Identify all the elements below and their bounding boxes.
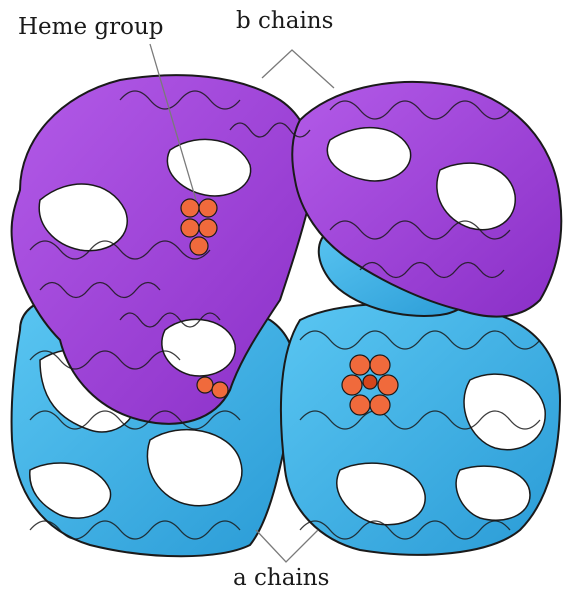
heme-group-label: Heme group — [18, 14, 164, 40]
b-chains-leader-line — [262, 50, 334, 88]
heme-group-3 — [342, 355, 398, 415]
b-chains-label: b chains — [236, 8, 333, 34]
a-chains-label: a chains — [233, 565, 329, 591]
a-chains-leader-line — [256, 530, 318, 562]
